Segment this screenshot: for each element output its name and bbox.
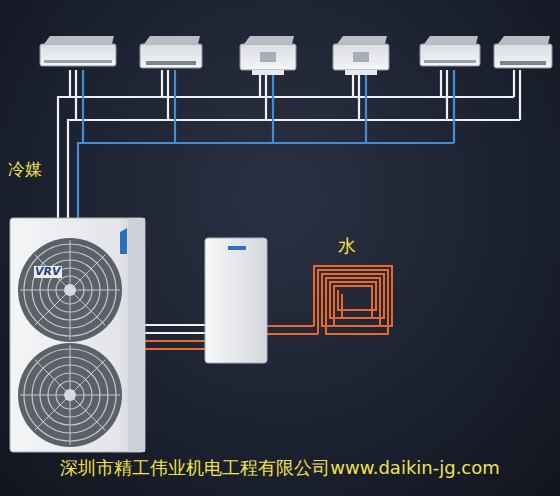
pipe-line — [145, 340, 205, 342]
pipe-line — [440, 70, 442, 97]
medium-label: 冷媒 — [8, 160, 42, 179]
pipe-line — [145, 332, 205, 334]
pipe-line — [446, 70, 448, 120]
outdoor-unit — [10, 218, 145, 452]
indoor-unit — [333, 36, 389, 75]
pipe-line — [161, 70, 163, 97]
fan-grilles — [18, 238, 122, 447]
pipe-line — [513, 70, 515, 97]
indoor-units — [40, 36, 552, 75]
pipe-line — [78, 143, 454, 220]
pipe-line — [174, 70, 176, 143]
pipe-line — [75, 70, 77, 120]
pipe-line — [358, 70, 360, 120]
indoor-unit — [420, 36, 480, 66]
indoor-unit — [494, 36, 552, 68]
pipe-line — [68, 120, 520, 220]
fan-grille — [18, 343, 122, 447]
pipe-line — [267, 333, 318, 335]
heating-pipe — [318, 270, 388, 334]
pipe-line — [58, 97, 514, 220]
brand-label: VRV — [34, 266, 62, 278]
pipe-line — [267, 325, 314, 327]
fan-grille — [18, 238, 122, 342]
pipe-line — [145, 324, 205, 326]
indoor-unit — [240, 36, 296, 75]
watermark: 深圳市精工伟业机电工程有限公司www.daikin-jg.com — [60, 458, 500, 478]
pipe-line — [272, 70, 274, 143]
pipe-line — [82, 70, 84, 143]
indoor-unit — [140, 36, 202, 68]
pipe-line — [265, 70, 267, 120]
floor-heating-coil — [314, 266, 392, 334]
hydrobox-unit — [205, 238, 267, 363]
pipe-line — [519, 70, 521, 120]
pipe-line — [145, 348, 205, 350]
medium-label: 水 — [338, 236, 356, 256]
pipe-line — [365, 70, 367, 143]
pipe-line — [69, 70, 71, 97]
pipe-line — [453, 70, 455, 143]
pipe-line — [167, 70, 169, 120]
indoor-unit — [40, 36, 116, 66]
